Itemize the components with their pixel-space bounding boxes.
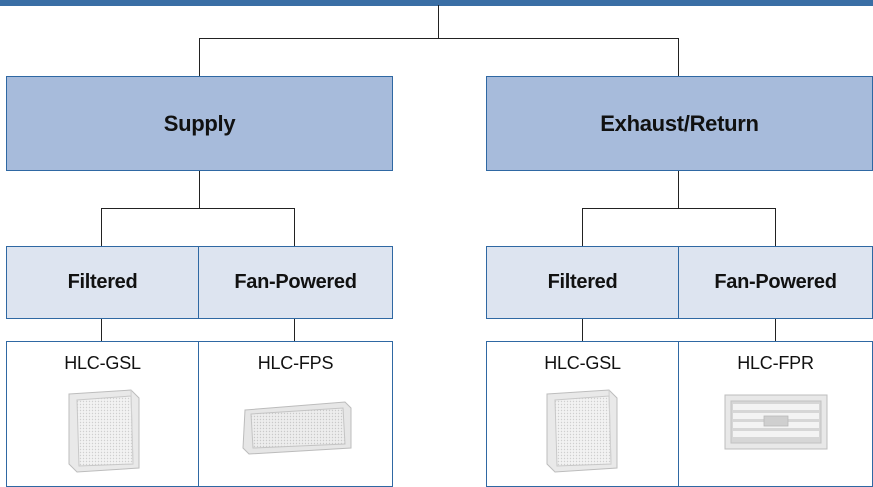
type-supply-fan-powered: Fan-Powered (198, 246, 393, 319)
type-exhaust-fan-powered: Fan-Powered (678, 246, 873, 319)
product-name: HLC-FPR (737, 353, 814, 373)
type-exhaust-filtered: Filtered (486, 246, 679, 319)
product-card-exhaust-fan-powered: HLC-FPR (678, 341, 873, 487)
category-supply: Supply (6, 76, 393, 171)
square-grille-image (68, 389, 140, 473)
product-card-supply-fan-powered: HLC-FPS (198, 341, 393, 487)
product-name: HLC-GSL (64, 353, 141, 373)
category-supply-label: Supply (163, 110, 236, 136)
product-name: HLC-FPS (257, 353, 334, 373)
type-label: Filtered (67, 271, 138, 293)
rectangular-perforated-grille-image (242, 401, 352, 455)
product-name: HLC-GSL (544, 353, 621, 373)
type-label: Fan-Powered (234, 271, 357, 293)
category-exhaust-return-label: Exhaust/Return (600, 110, 759, 136)
square-grille-image (546, 389, 618, 473)
type-label: Filtered (547, 271, 618, 293)
type-supply-filtered: Filtered (6, 246, 199, 319)
type-label: Fan-Powered (714, 271, 837, 293)
header-bar (0, 0, 873, 6)
rectangular-louvered-grille-image (724, 394, 828, 450)
category-exhaust-return: Exhaust/Return (486, 76, 873, 171)
product-card-exhaust-filtered: HLC-GSL (486, 341, 679, 487)
product-card-supply-filtered: HLC-GSL (6, 341, 199, 487)
